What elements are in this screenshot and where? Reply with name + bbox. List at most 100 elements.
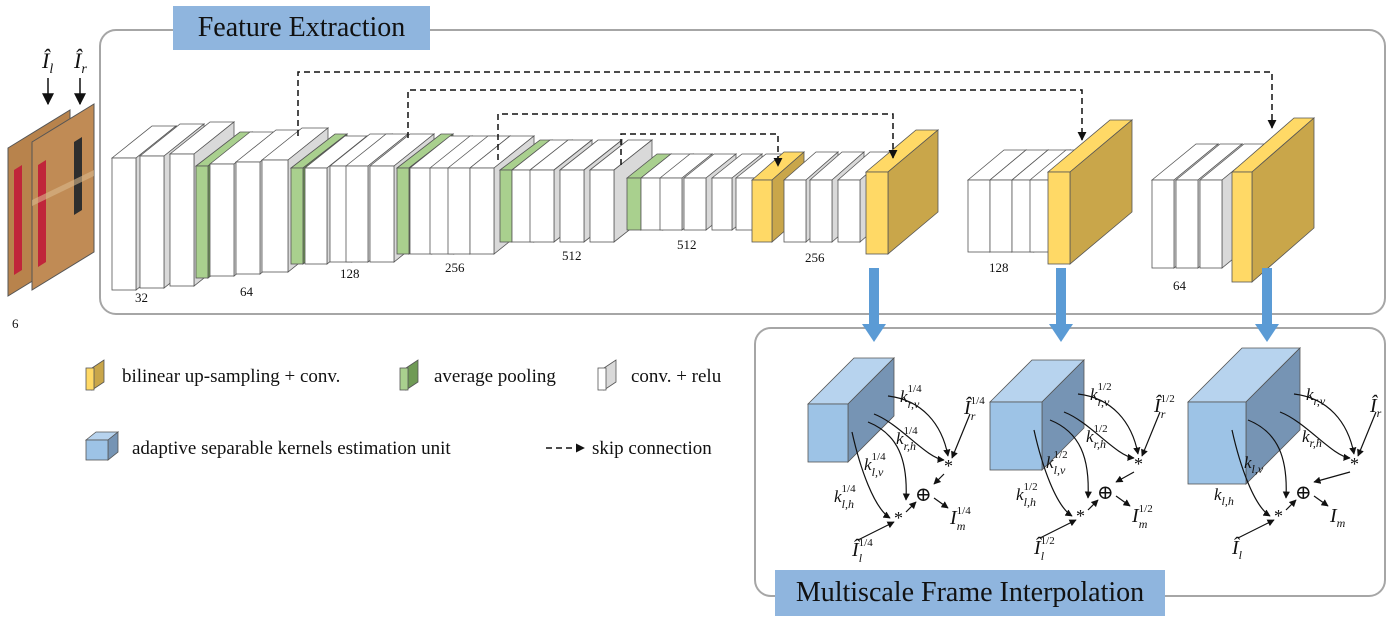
output-arrow xyxy=(933,497,949,509)
channel-label: 256 xyxy=(805,250,825,265)
sum-arrow xyxy=(905,501,917,513)
down-arrow xyxy=(862,268,886,342)
legend: bilinear up-sampling + conv. average poo… xyxy=(84,359,722,461)
legend-skip-label: skip connection xyxy=(592,438,712,459)
layer-stack xyxy=(110,117,1316,291)
kernel-label-klv: kl,v xyxy=(1244,453,1264,476)
legend-kernel-unit-label: adaptive separable kernels estimation un… xyxy=(132,438,451,459)
input-arrow xyxy=(1141,411,1161,457)
down-arrow xyxy=(1255,268,1279,342)
kernel-label-klh: kl,h xyxy=(1214,485,1234,508)
input-label-right: Îr xyxy=(73,48,87,77)
down-arrows xyxy=(862,268,1279,342)
convolution-symbol: * xyxy=(1350,454,1359,474)
kernel-label-krh: kr,h xyxy=(1302,427,1322,450)
sum-arrow xyxy=(1285,499,1297,511)
kernel-arrow xyxy=(887,395,951,457)
interpolation-title: Multiscale Frame Interpolation xyxy=(775,570,1165,616)
feature-extraction-frame xyxy=(99,29,1386,315)
kernel-arrow xyxy=(867,421,910,501)
input-label-left: Îl xyxy=(1231,536,1243,562)
skip-connection-2 xyxy=(407,89,1087,141)
channel-label: 64 xyxy=(240,284,254,299)
kernel-label-krv: kr,v xyxy=(1306,385,1326,408)
output-arrow xyxy=(1115,495,1131,507)
convolution-symbol: * xyxy=(894,508,903,528)
input-label-left: Îl xyxy=(41,48,53,77)
input-arrow xyxy=(1357,411,1377,457)
output-arrow xyxy=(1313,495,1329,507)
sum-symbol: ⊕ xyxy=(1295,482,1312,504)
channel-label: 128 xyxy=(989,260,1009,275)
kernel-arrow xyxy=(851,431,891,519)
legend-upsample-swatch xyxy=(85,359,105,391)
kernel-arrow xyxy=(1293,393,1357,455)
kernel-arrow xyxy=(1033,429,1073,517)
kernel-arrow xyxy=(1247,419,1290,499)
channel-label: 6 xyxy=(12,316,19,331)
channel-label: 64 xyxy=(1173,278,1187,293)
convolution-symbol: * xyxy=(1134,454,1143,474)
legend-pooling-swatch xyxy=(399,359,419,391)
sum-arrow xyxy=(1087,499,1099,511)
sum-arrow xyxy=(933,473,945,485)
kernel-arrow xyxy=(873,413,945,463)
channel-label: 32 xyxy=(135,290,148,305)
feature-extraction-title: Feature Extraction xyxy=(173,6,430,50)
input-frames xyxy=(7,78,95,297)
skip-connection-4 xyxy=(620,133,783,167)
input-arrow xyxy=(1237,519,1275,539)
kernel-arrow xyxy=(1077,393,1141,455)
skip-connection-3 xyxy=(497,113,898,160)
legend-upsample-label: bilinear up-sampling + conv. xyxy=(122,366,340,387)
channel-labels: 6 32 64 128 256 512 512 256 128 64 xyxy=(12,237,1187,331)
sum-arrow xyxy=(1115,471,1135,483)
down-arrow xyxy=(1049,268,1073,342)
channel-label: 512 xyxy=(677,237,697,252)
legend-conv-swatch xyxy=(597,359,617,391)
upsample-layer xyxy=(864,129,940,255)
input-frame-right xyxy=(31,103,95,291)
input-arrow xyxy=(951,413,971,459)
sum-symbol: ⊕ xyxy=(1097,482,1114,504)
channel-label: 512 xyxy=(562,248,582,263)
kernel-arrow xyxy=(1279,411,1351,461)
legend-conv-label: conv. + relu xyxy=(631,366,722,387)
channel-label: 128 xyxy=(340,266,360,281)
legend-kernel-unit-swatch xyxy=(84,431,120,461)
skip-connection-1 xyxy=(297,71,1277,136)
kernel-arrow xyxy=(1231,429,1271,517)
upsample-layer xyxy=(1046,119,1134,265)
input-arrow xyxy=(1039,519,1077,539)
output-label: Im xyxy=(1329,505,1346,530)
sum-arrow xyxy=(1313,471,1351,484)
convolution-symbol: * xyxy=(944,456,953,476)
channel-label: 256 xyxy=(445,260,465,275)
input-arrow xyxy=(857,521,895,541)
upsample-layer xyxy=(1230,117,1316,283)
kernel-arrow xyxy=(1049,419,1092,499)
legend-pooling-label: average pooling xyxy=(434,366,556,387)
convolution-symbol: * xyxy=(1076,506,1085,526)
input-label-right: Îr xyxy=(1369,394,1382,420)
kernel-arrow xyxy=(1063,411,1135,461)
